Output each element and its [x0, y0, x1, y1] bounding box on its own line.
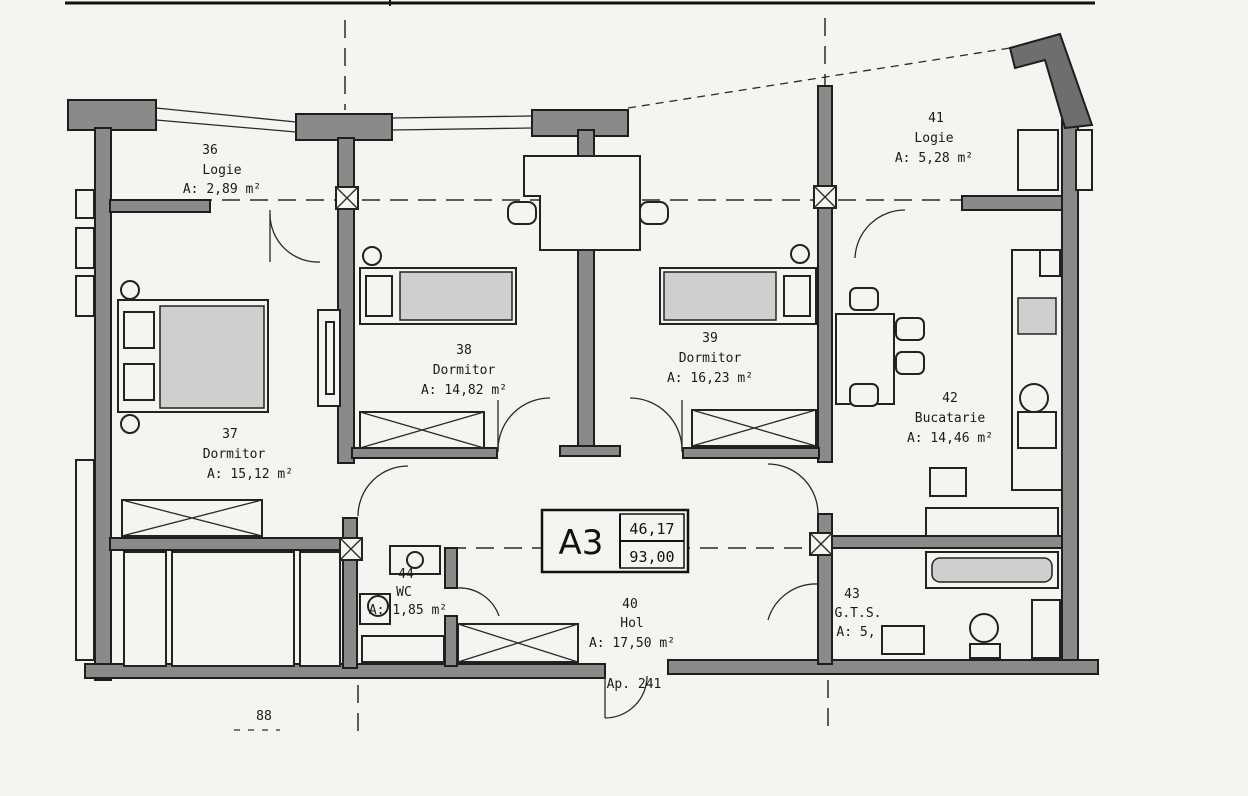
room-36-id: 36 — [202, 143, 218, 158]
room-38-id: 38 — [456, 343, 472, 358]
room-37-area: A: 15,12 m² — [207, 467, 293, 482]
doors — [269, 209, 906, 719]
room-39: 39 Dormitor A: 16,23 m² — [667, 331, 753, 386]
room-37-id: 37 — [222, 427, 238, 442]
room-44-name: WC — [396, 585, 412, 600]
room-40-area: A: 17,50 m² — [589, 636, 675, 651]
room-36-area: A: 2,89 m² — [183, 182, 261, 197]
marker-88: 88 — [256, 709, 272, 724]
room-41-area: A: 5,28 m² — [895, 151, 973, 166]
furniture — [75, 129, 1093, 667]
room-37: 37 Dormitor A: 15,12 m² — [203, 427, 293, 482]
room-42-name: Bucatarie — [915, 411, 986, 426]
room-44-area: A: 1,85 m² — [369, 603, 447, 618]
room-39-id: 39 — [702, 331, 718, 346]
windows — [155, 47, 1011, 133]
room-36-name: Logie — [202, 163, 241, 178]
room-44: 44 WC A: 1,85 m² — [369, 567, 447, 618]
room-39-name: Dormitor — [679, 351, 742, 366]
room-38-area: A: 14,82 m² — [421, 383, 507, 398]
outer-walls — [67, 32, 1099, 681]
room-38-name: Dormitor — [433, 363, 496, 378]
room-42: 42 Bucatarie A: 14,46 m² — [907, 391, 993, 446]
apartment-tag: A3 46,17 93,00 — [540, 508, 690, 574]
room-labels: 36 Logie A: 2,89 m² 37 Dormitor A: 15,12… — [183, 111, 993, 651]
room-41-id: 41 — [928, 111, 944, 126]
room-41-name: Logie — [914, 131, 953, 146]
apartment-code: A3 — [559, 523, 604, 563]
room-43: 43 G.T.S. A: 5, — [835, 587, 882, 640]
room-37-name: Dormitor — [203, 447, 266, 462]
room-38: 38 Dormitor A: 14,82 m² — [421, 343, 507, 398]
room-39-area: A: 16,23 m² — [667, 371, 753, 386]
room-40-name: Hol — [620, 616, 643, 631]
room-40-id: 40 — [622, 597, 638, 612]
apartment-area-1: 46,17 — [629, 520, 674, 538]
room-43-name: G.T.S. — [835, 606, 882, 621]
room-36: 36 Logie A: 2,89 m² — [183, 143, 261, 197]
room-43-id: 43 — [844, 587, 860, 602]
room-42-id: 42 — [942, 391, 958, 406]
apartment-area-2: 93,00 — [629, 548, 674, 566]
room-40: 40 Hol A: 17,50 m² — [589, 597, 675, 651]
apartment-number: Ap. 241 — [607, 677, 662, 692]
room-43-area: A: 5, — [836, 625, 875, 640]
room-44-id: 44 — [398, 567, 414, 582]
room-42-area: A: 14,46 m² — [907, 431, 993, 446]
room-41: 41 Logie A: 5,28 m² — [895, 111, 973, 166]
